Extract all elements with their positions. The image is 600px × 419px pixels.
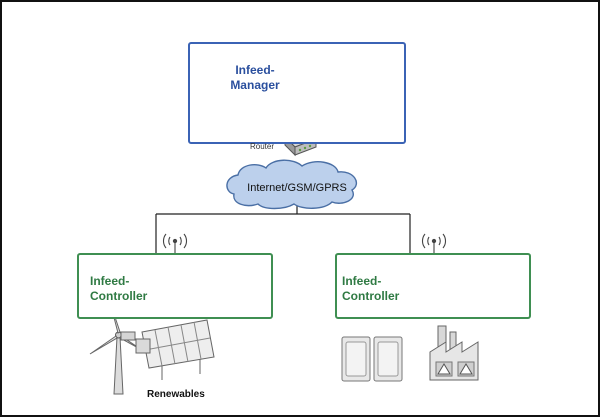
connection-lines	[155, 202, 411, 253]
infeed-controller-box-right	[335, 253, 531, 319]
renewables-label: Renewables	[147, 389, 205, 400]
storage-cabinet-icon	[341, 336, 403, 382]
factory-icon	[429, 325, 479, 381]
manager-label: Infeed- Manager	[230, 63, 280, 92]
network-label: Internet/GSM/GPRS	[247, 182, 347, 194]
controller-label-left: Infeed- Controller	[90, 274, 148, 303]
infeed-manager-box	[188, 42, 406, 144]
router-label: Router	[250, 142, 275, 151]
solar-panel-icon	[135, 319, 215, 380]
infeed-controller-box-left	[77, 253, 273, 319]
cloud-icon	[226, 159, 357, 210]
controller-label-right: Infeed- Controller	[342, 274, 400, 303]
